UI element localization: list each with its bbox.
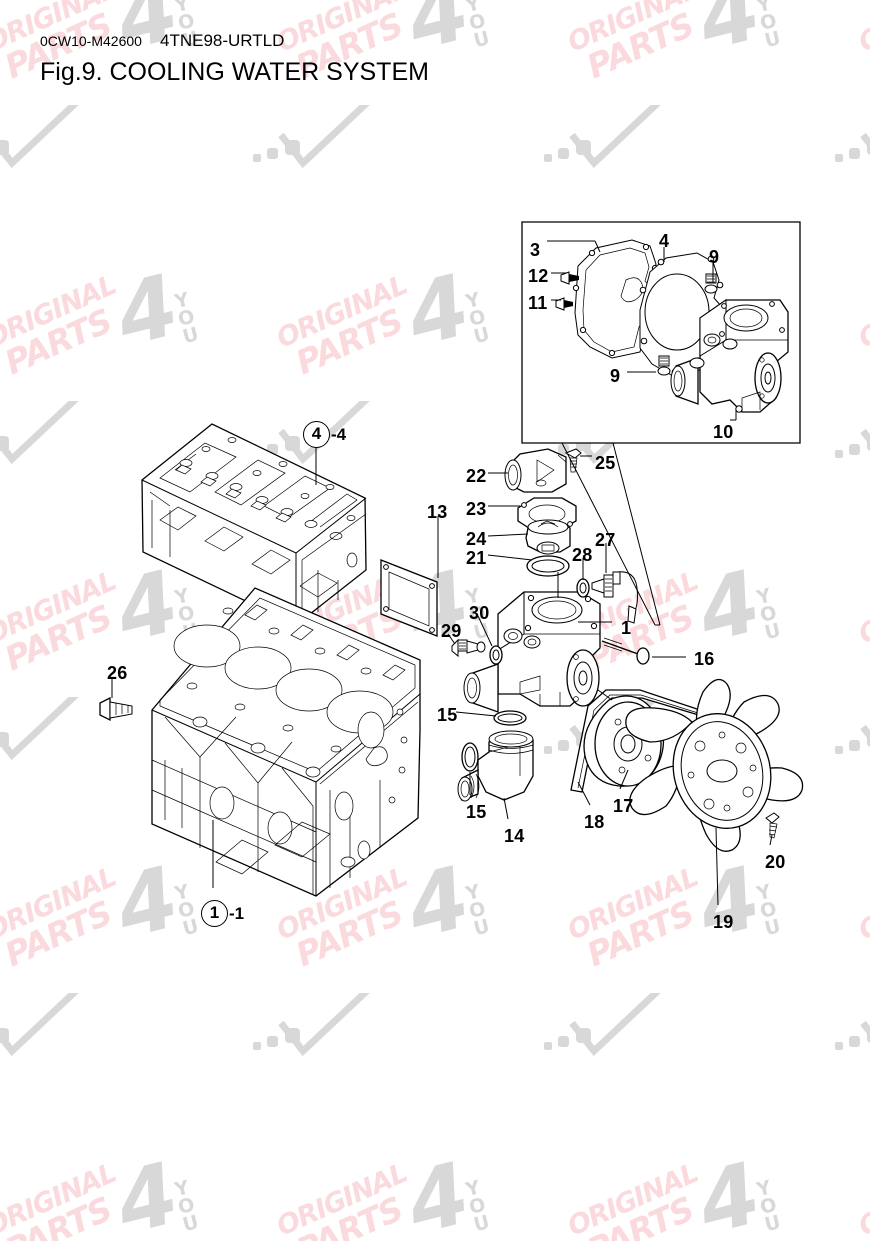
- inset-callout-10: 10: [713, 422, 734, 442]
- callout-18: 18: [584, 812, 605, 832]
- callout-22: 22: [466, 466, 487, 486]
- inset-callout-12: 12: [528, 266, 549, 286]
- callout-tail: -1: [229, 903, 245, 923]
- callout-19: 19: [713, 912, 734, 932]
- callout-1: 1-1: [201, 900, 244, 927]
- inset-callout-4: 4: [659, 231, 670, 251]
- callout-circle: 4: [303, 421, 330, 448]
- callout-30: 30: [469, 603, 490, 623]
- figure-title: Fig.9. COOLING WATER SYSTEM: [40, 58, 429, 86]
- callout-24: 24: [466, 529, 487, 549]
- callout-27: 27: [595, 530, 616, 550]
- callout-26: 26: [107, 663, 128, 683]
- callout-4: 4-4: [303, 421, 346, 448]
- inset-callout-9: 9: [610, 366, 621, 386]
- callout-15: 15: [437, 705, 458, 725]
- inset-callout-9: 9: [709, 247, 720, 267]
- callout-28: 28: [572, 545, 593, 565]
- inset-callout-11: 11: [528, 293, 548, 313]
- callout-14: 14: [504, 826, 525, 846]
- callout-15: 15: [466, 802, 487, 822]
- callout-13: 13: [427, 502, 448, 522]
- inset-callout-3: 3: [530, 240, 541, 260]
- callout-29: 29: [441, 621, 462, 641]
- callout-20: 20: [765, 852, 786, 872]
- callout-25: 25: [595, 453, 616, 473]
- callout-1: 1: [621, 618, 632, 638]
- callout-circle: 1: [201, 900, 228, 927]
- engine-model: 4TNE98-URTLD: [160, 31, 285, 50]
- callout-tail: -4: [331, 424, 347, 444]
- callout-16: 16: [694, 649, 715, 669]
- document-code: 0CW10-M42600: [40, 33, 142, 49]
- callout-17: 17: [613, 796, 634, 816]
- callout-21: 21: [466, 548, 487, 568]
- callout-23: 23: [466, 499, 487, 519]
